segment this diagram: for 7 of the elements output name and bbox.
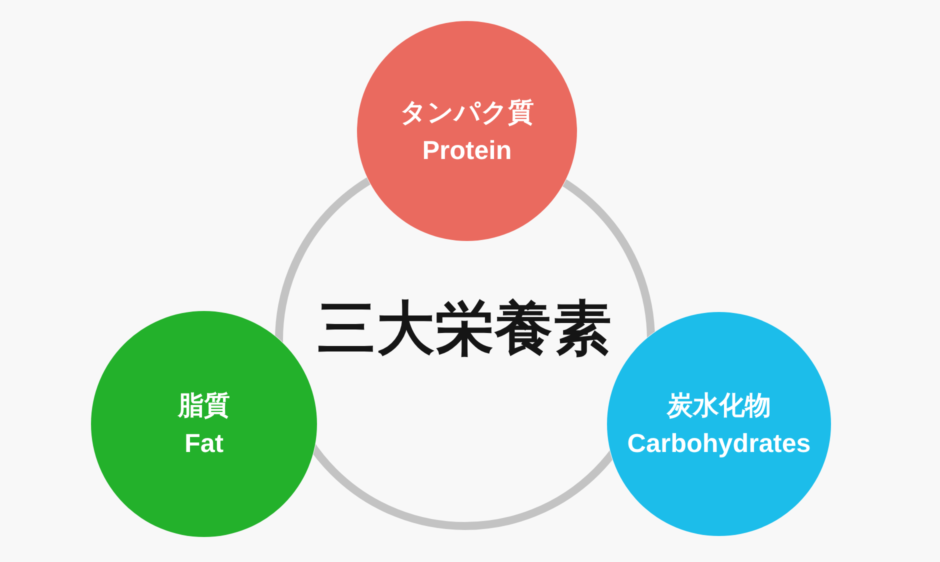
japanese-label: 炭水化物 [667,389,771,422]
english-label: Fat [184,427,224,460]
center-title: 三大栄養素 [318,297,612,361]
english-label: Carbohydrates [627,427,811,460]
english-label: Protein [422,134,512,167]
japanese-label: タンパク質 [400,96,534,129]
japanese-label: 脂質 [178,389,230,422]
